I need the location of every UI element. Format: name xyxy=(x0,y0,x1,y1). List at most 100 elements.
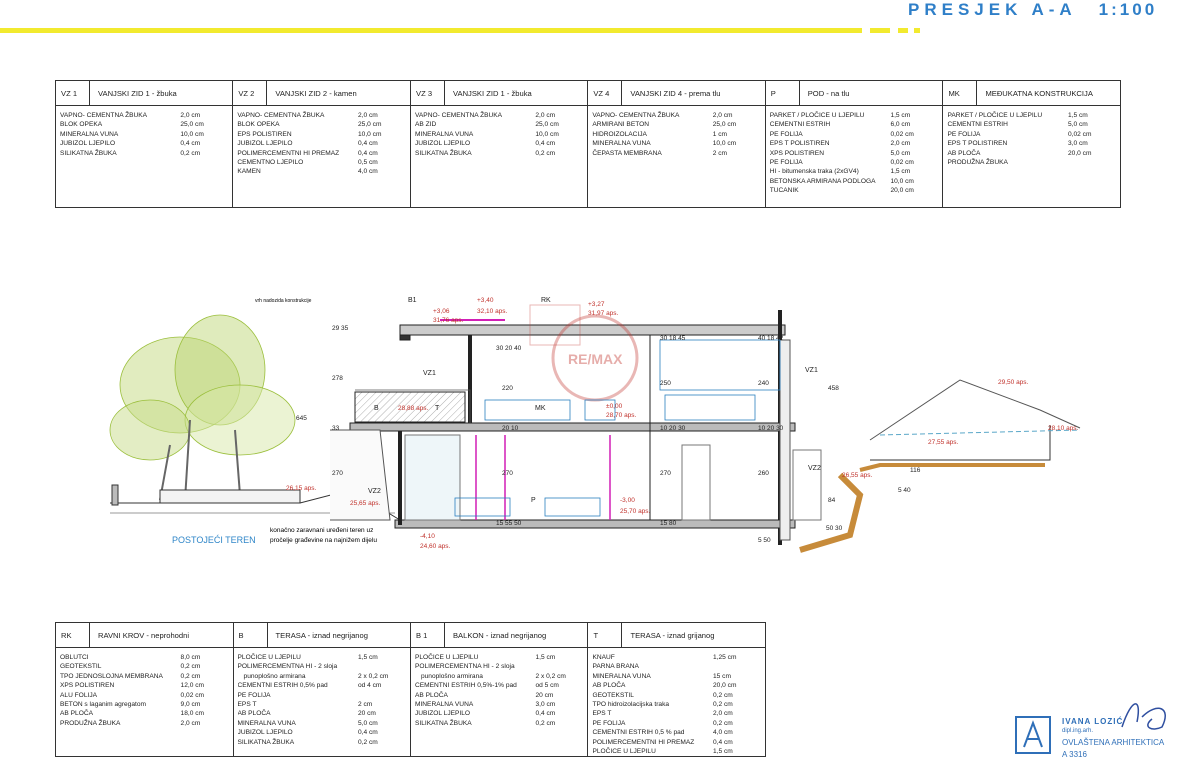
level-label: 25,65 aps. xyxy=(350,500,381,507)
layer-name: MINERALNA VUNA xyxy=(237,719,296,727)
scale-label: 1:100 xyxy=(1098,0,1158,19)
layer-name: VAPNO- CEMENTNA ŽBUKA xyxy=(60,112,148,119)
dimension-label: 270 xyxy=(502,470,513,477)
spec-header: B 1 BALKON - iznad negrijanog xyxy=(410,623,588,648)
layer-name: AB PLOČA xyxy=(237,710,271,718)
dimension-label: 458 xyxy=(828,385,839,392)
layer-name: JUBIZOL LJEPILO xyxy=(415,140,471,148)
layer-thickness: 2 x 0,2 cm xyxy=(535,672,566,680)
layer-thickness: 2,0 cm xyxy=(890,140,911,148)
layer-thickness: 0,02 cm xyxy=(890,130,914,138)
level-label: 28,70 aps. xyxy=(606,412,637,419)
section-tag: VZ2 xyxy=(808,465,821,472)
layer-thickness: 6,0 cm xyxy=(890,121,911,129)
dimension-label: 645 xyxy=(296,415,307,422)
spec-code: B xyxy=(234,623,268,647)
spec-layer-row: AB PLOČA 20,0 cm xyxy=(592,681,761,690)
header-rule-dash xyxy=(914,28,920,33)
level-label: 27,55 aps. xyxy=(928,439,959,446)
layer-name: EPS T xyxy=(237,700,257,708)
layer-name: TPO JEDNOSLOJNA MEMBRANA xyxy=(60,672,163,680)
layer-name: BETON s laganim agregatom xyxy=(60,700,147,708)
spec-code: B 1 xyxy=(411,623,445,647)
spec-title: BALKON - iznad negrijanog xyxy=(452,630,547,640)
layer-thickness: 0,02 cm xyxy=(1068,130,1092,138)
spec-layer-row: POLIMERCEMENTNA HI - 2 sloja xyxy=(415,662,584,671)
layer-name: AB PLOČA xyxy=(592,682,626,690)
dimension-label: 30 18 45 xyxy=(660,335,686,342)
layer-name: PARNA BRANA xyxy=(592,663,639,671)
dimension-label: 10 20 30 xyxy=(660,425,686,432)
layer-thickness: 0,4 cm xyxy=(180,140,201,148)
layer-thickness: 2,0 cm xyxy=(712,112,733,119)
layer-thickness: 3,0 cm xyxy=(1068,140,1088,148)
layer-name: HIDROIZOLACIJA xyxy=(592,130,647,138)
layer-name: VAPNO- CEMENTNA ŽBUKA xyxy=(592,112,680,119)
spec-layer-row: EPS T POLISTIREN 2,0 cm xyxy=(770,139,939,148)
terrain-label: POSTOJEĆI TEREN xyxy=(172,535,256,545)
spec-layer-row: HI - bitumenska traka (2xGV4)1,5 cm xyxy=(770,167,939,176)
spec-code: P xyxy=(766,81,800,105)
layer-name: PLOČICE U LJEPILU xyxy=(592,747,656,755)
layer-name: KNAUF xyxy=(592,654,615,661)
layer-thickness: 12,0 cm xyxy=(180,682,204,690)
layer-name: PE FOLIJA xyxy=(947,130,981,138)
layer-thickness: 20,0 cm xyxy=(890,187,914,195)
level-label: 31,76 aps. xyxy=(433,317,464,324)
layer-thickness: 25,0 cm xyxy=(535,121,559,129)
layer-name: CEMENTNI ESTRIH 0,5%-1% pad xyxy=(414,682,517,690)
layer-name: PARKET / PLOČICE U LJEPILU xyxy=(769,112,865,119)
layer-name: JUBIZOL LJEPILO xyxy=(60,140,116,148)
dimension-label: 220 xyxy=(502,385,513,392)
layer-thickness: 0,4 cm xyxy=(535,710,556,718)
layer-thickness: 2,0 cm xyxy=(180,719,201,727)
spec-code: VZ 3 xyxy=(411,81,445,105)
layer-name: CEMENTNI ESTRIH 0,5% pad xyxy=(237,682,328,690)
layer-thickness: 0,2 cm xyxy=(180,663,201,671)
layer-thickness: 0,2 cm xyxy=(535,719,556,727)
layer-thickness: 0,02 cm xyxy=(180,691,204,699)
layer-thickness: 1,5 cm xyxy=(890,168,911,176)
architect-stamp xyxy=(1015,703,1166,754)
dimension-label: 50 30 xyxy=(826,525,843,532)
level-label: 26,15 aps. xyxy=(286,485,317,492)
spec-title: VANJSKI ZID 4 - prema tlu xyxy=(630,88,721,98)
layer-name: BETONSKA ARMIRANA PODLOGA xyxy=(769,177,876,185)
layer-name: CEMENTNI ESTRIH 0,5 % pad xyxy=(592,729,685,737)
layer-name: OBLUTCI xyxy=(60,654,89,661)
section-tag: T xyxy=(435,405,440,412)
layer-name: EPS T POLISTIREN xyxy=(769,140,830,148)
layer-thickness: 20,0 cm xyxy=(713,682,737,690)
layer-thickness: 2,0 cm xyxy=(713,710,733,718)
top-note: vrh nadozida konstrukcije xyxy=(255,298,312,304)
layer-name: JUBIZOL LJEPILO xyxy=(237,729,293,737)
spec-code: MK xyxy=(943,81,978,105)
layer-name: GEOTEKSTIL xyxy=(592,691,634,699)
watermark: RE/MAX xyxy=(568,351,623,367)
